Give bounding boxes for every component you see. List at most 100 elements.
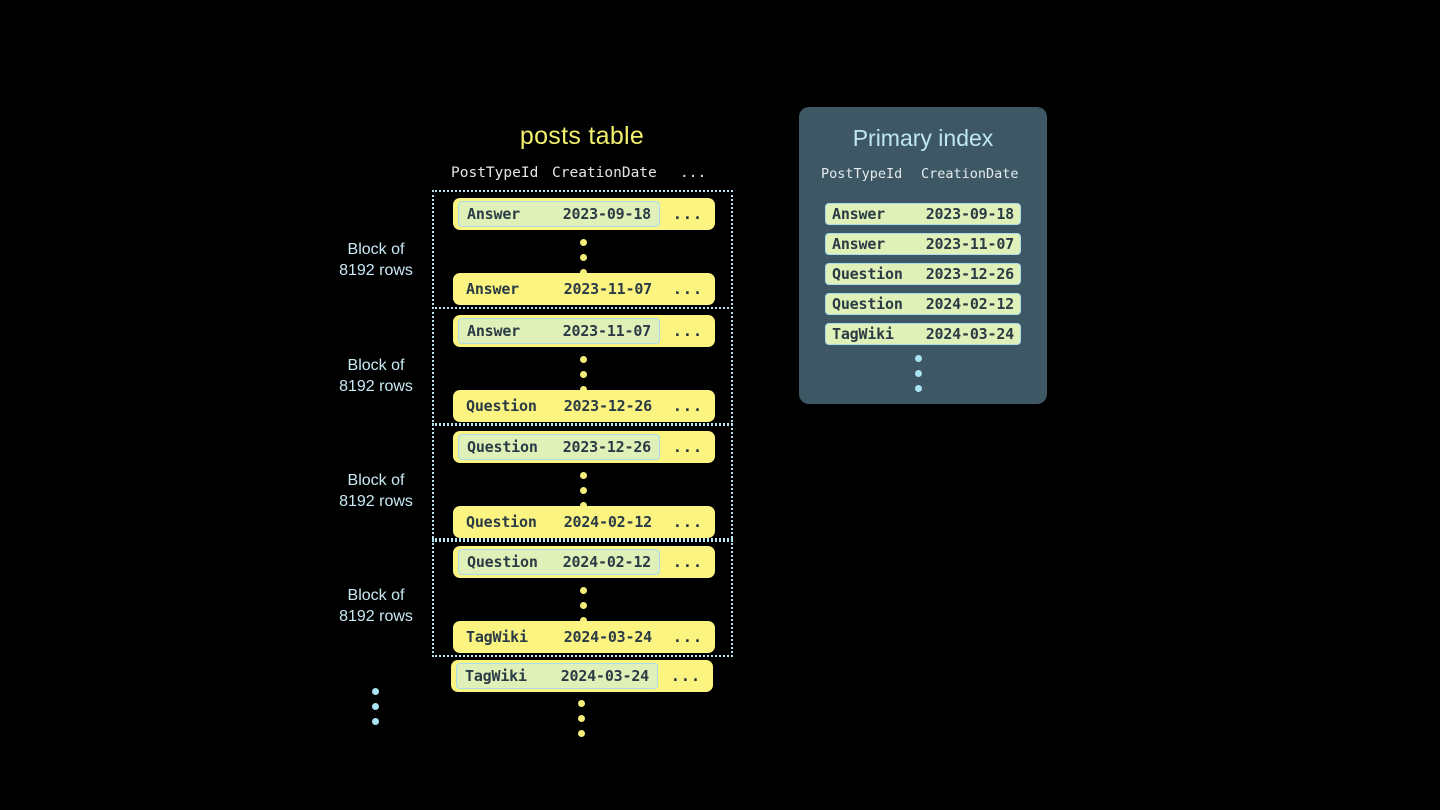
block-label-line2: 8192 rows: [339, 608, 413, 625]
dot: [372, 703, 379, 710]
cell-post-type-id: Answer: [467, 205, 520, 223]
cell-creation-date: 2023-11-07: [563, 280, 653, 298]
cell-creation-date: 2023-12-26: [562, 438, 652, 456]
block-label-2: Block of 8192 rows: [316, 470, 436, 512]
cell-post-type-id: TagWiki: [465, 667, 527, 685]
block-label-3: Block of 8192 rows: [316, 585, 436, 627]
cell-more: ...: [672, 513, 703, 531]
cell-creation-date: 2024-02-12: [563, 513, 653, 531]
cell-creation-date: 2023-11-07: [925, 235, 1015, 253]
row-ellipsis-dots: [580, 472, 589, 517]
cell-more: ...: [672, 628, 703, 646]
table-row: Question 2023-12-26 ...: [453, 390, 715, 422]
cell-post-type-id: Answer: [832, 205, 885, 223]
row-ellipsis-dots: [580, 239, 589, 284]
table-row: Question 2024-02-12 ...: [453, 546, 715, 578]
row-cells: TagWiki 2024-03-24: [458, 624, 660, 650]
block-label-1: Block of 8192 rows: [316, 355, 436, 397]
cell-post-type-id: Question: [466, 513, 537, 531]
cell-post-type-id: Question: [832, 295, 903, 313]
cell-post-type-id: Answer: [466, 280, 519, 298]
dot: [372, 688, 379, 695]
dot: [915, 355, 922, 362]
block-label-line1: Block of: [347, 472, 405, 489]
cell-more: ...: [670, 667, 701, 685]
dot: [578, 715, 585, 722]
posts-table-column-headers: PostTypeId CreationDate ...: [432, 165, 732, 187]
cell-post-type-id: Question: [466, 397, 537, 415]
column-header-creation-date: CreationDate: [552, 165, 657, 181]
row-cells: Question 2024-02-12: [458, 509, 660, 535]
cell-creation-date: 2023-12-26: [925, 265, 1015, 283]
block-1: Answer 2023-11-07 ... Question 2023-12-2…: [432, 307, 733, 426]
index-row: Answer 2023-09-18: [825, 203, 1021, 225]
index-row: TagWiki 2024-03-24: [825, 323, 1021, 345]
block-label-line2: 8192 rows: [339, 378, 413, 395]
table-row: Question 2023-12-26 ...: [453, 431, 715, 463]
table-row: Answer 2023-11-07 ...: [453, 315, 715, 347]
row-ellipsis-dots: [580, 356, 589, 401]
dot: [580, 269, 587, 276]
row-cells: Answer 2023-11-07: [458, 276, 660, 302]
cell-post-type-id: TagWiki: [832, 325, 894, 343]
block-label-line2: 8192 rows: [339, 262, 413, 279]
cell-creation-date: 2024-03-24: [925, 325, 1015, 343]
cell-creation-date: 2024-03-24: [560, 667, 650, 685]
table-row-trailing: TagWiki 2024-03-24 ...: [451, 660, 713, 692]
cell-creation-date: 2023-12-26: [563, 397, 653, 415]
row-key-highlight: TagWiki 2024-03-24: [456, 663, 658, 689]
column-header-post-type-id: PostTypeId: [821, 166, 903, 182]
dot: [915, 370, 922, 377]
cell-creation-date: 2024-02-12: [925, 295, 1015, 313]
index-continuation-dots: [915, 355, 924, 400]
cell-post-type-id: Question: [832, 265, 903, 283]
page-title: posts table: [519, 122, 645, 150]
cell-more: ...: [672, 553, 703, 571]
primary-index-panel: Primary index PostTypeId CreationDate An…: [799, 107, 1047, 404]
cell-creation-date: 2023-09-18: [925, 205, 1015, 223]
block-label-0: Block of 8192 rows: [316, 239, 436, 281]
dot: [580, 587, 587, 594]
row-key-highlight: Question 2023-12-26: [458, 434, 660, 460]
cell-creation-date: 2023-09-18: [562, 205, 652, 223]
cell-more: ...: [672, 280, 703, 298]
block-label-line2: 8192 rows: [339, 493, 413, 510]
dot: [580, 254, 587, 261]
cell-post-type-id: Question: [467, 438, 538, 456]
cell-post-type-id: Answer: [467, 322, 520, 340]
row-key-highlight: Question 2024-02-12: [458, 549, 660, 575]
cell-more: ...: [672, 205, 703, 223]
cell-creation-date: 2024-02-12: [562, 553, 652, 571]
index-row: Question 2023-12-26: [825, 263, 1021, 285]
block-label-line1: Block of: [347, 357, 405, 374]
table-continuation-dots: [578, 700, 587, 745]
cell-creation-date: 2023-11-07: [562, 322, 652, 340]
dot: [580, 502, 587, 509]
block-3: Question 2024-02-12 ... TagWiki 2024-03-…: [432, 538, 733, 657]
table-row: Question 2024-02-12 ...: [453, 506, 715, 538]
dot: [580, 487, 587, 494]
cell-more: ...: [672, 397, 703, 415]
cell-creation-date: 2024-03-24: [563, 628, 653, 646]
dot: [580, 602, 587, 609]
cell-post-type-id: Question: [467, 553, 538, 571]
dot: [580, 617, 587, 624]
dot: [580, 386, 587, 393]
column-header-more: ...: [680, 165, 707, 181]
primary-index-column-headers: PostTypeId CreationDate: [799, 166, 1047, 186]
dot: [578, 700, 585, 707]
dot: [580, 239, 587, 246]
index-row: Question 2024-02-12: [825, 293, 1021, 315]
primary-index-title: Primary index: [852, 125, 994, 151]
cell-more: ...: [672, 438, 703, 456]
block-continuation-dots: [372, 688, 381, 733]
dot: [580, 356, 587, 363]
dot: [580, 472, 587, 479]
block-0: Answer 2023-09-18 ... Answer 2023-11-07 …: [432, 190, 733, 309]
dot: [580, 371, 587, 378]
block-label-line1: Block of: [347, 241, 405, 258]
dot: [915, 385, 922, 392]
dot: [578, 730, 585, 737]
block-label-line1: Block of: [347, 587, 405, 604]
